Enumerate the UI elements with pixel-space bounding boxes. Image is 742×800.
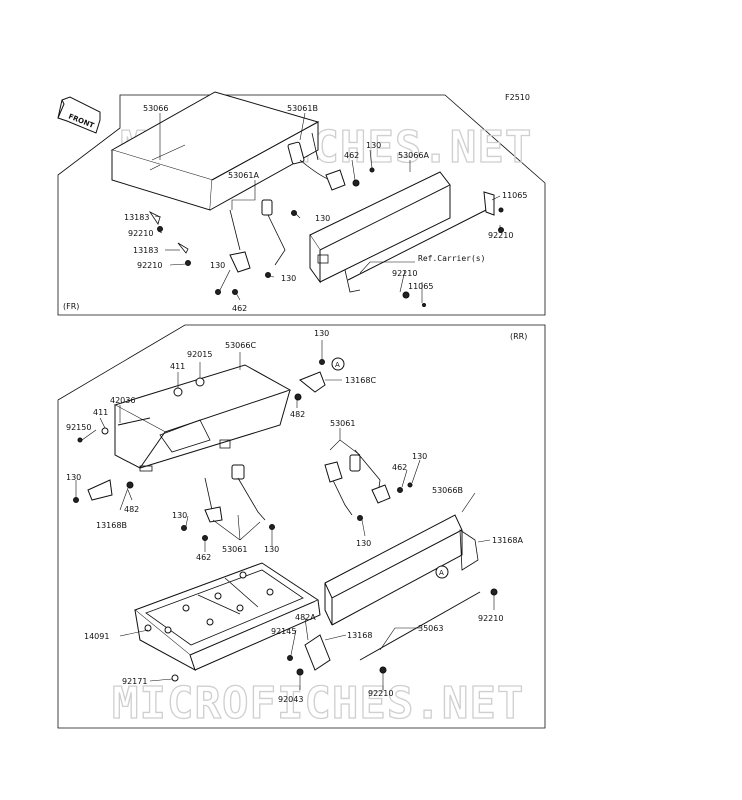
- callout-a-bottom: A: [435, 565, 449, 579]
- label-482-top: 482: [290, 410, 305, 419]
- label-462-top: 462: [344, 151, 359, 160]
- label-462-bot: 462: [232, 304, 247, 313]
- front-part-labels: 53066 53061B 462 130 53066A 11065 53061A…: [124, 104, 527, 313]
- front-seatbelt-b: [287, 132, 375, 191]
- label-53061-bot: 53061: [222, 545, 247, 554]
- callout-a-top: A: [331, 357, 345, 371]
- rear-bracket-c: [294, 359, 326, 401]
- label-130-right-rr: 130: [412, 452, 427, 461]
- label-53061-right: 53061: [330, 419, 355, 428]
- rear-leader-lines: [75, 340, 495, 690]
- label-rr-130-top: 130: [314, 329, 329, 338]
- ref-carrier-note: Ref.Carrier(s): [418, 254, 485, 263]
- rear-section-frame: [57, 324, 546, 729]
- rear-part-labels: 130 92015 53066C 13168C 411 482 42036 41…: [66, 329, 523, 704]
- label-92210-ref: 92210: [392, 269, 417, 278]
- label-53066: 53066: [143, 104, 168, 113]
- label-53066c: 53066C: [225, 341, 256, 350]
- label-462-right: 462: [392, 463, 407, 472]
- watermark-bottom: MICROFICHES.NET: [112, 678, 524, 729]
- label-482a: 482A: [295, 613, 316, 622]
- label-130-mid: 130: [315, 214, 330, 223]
- rear-seat-cushion: [113, 364, 292, 472]
- label-482-left: 482: [124, 505, 139, 514]
- label-130-lower: 130: [172, 511, 187, 520]
- rear-seatback-panel: [324, 514, 498, 661]
- label-92145: 92145: [271, 627, 296, 636]
- label-130-bot-right: 130: [356, 539, 371, 548]
- label-53061a: 53061A: [228, 171, 259, 180]
- rear-seatbelt-right: [324, 449, 413, 521]
- rear-section-label: (RR): [510, 332, 527, 341]
- rear-bracket-13168: [287, 634, 387, 676]
- rear-bracket-b: [73, 479, 134, 503]
- front-seatback-panel: [309, 171, 495, 293]
- front-seatbelt-a: [148, 199, 504, 307]
- front-leader-lines: [154, 112, 501, 303]
- label-92210-a: 92210: [128, 229, 153, 238]
- label-92210-b: 92210: [137, 261, 162, 270]
- label-11065-bot: 11065: [408, 282, 433, 291]
- label-11065-top: 11065: [502, 191, 527, 200]
- front-arrow-icon: FRONT: [57, 96, 101, 134]
- label-411-a: 411: [170, 362, 185, 371]
- label-92150: 92150: [66, 423, 91, 432]
- label-13183-b: 13183: [133, 246, 158, 255]
- front-section-frame: [57, 94, 546, 316]
- label-53061b: 53061B: [287, 104, 318, 113]
- label-13168a: 13168A: [492, 536, 523, 545]
- label-462-bot-rr: 462: [196, 553, 211, 562]
- label-92210-right: 92210: [488, 231, 513, 240]
- label-130-right: 130: [281, 274, 296, 283]
- figure-code: F2510: [505, 93, 530, 102]
- label-53066a: 53066A: [398, 151, 429, 160]
- rear-seatbelt-left: [181, 464, 275, 541]
- label-130-bot-rr: 130: [264, 545, 279, 554]
- label-92210-right-rr: 92210: [478, 614, 503, 623]
- label-92043: 92043: [278, 695, 303, 704]
- front-section-label: (FR): [63, 302, 79, 311]
- label-411-b: 411: [93, 408, 108, 417]
- label-130-top: 130: [366, 141, 381, 150]
- label-130-left: 130: [210, 261, 225, 270]
- label-14091: 14091: [84, 632, 109, 641]
- callout-a-top-label: A: [335, 361, 340, 369]
- label-42036: 42036: [110, 396, 135, 405]
- label-13183-a: 13183: [124, 213, 149, 222]
- label-13168: 13168: [347, 631, 372, 640]
- label-130-left-rr: 130: [66, 473, 81, 482]
- label-53066b: 53066B: [432, 486, 463, 495]
- callout-a-bottom-label: A: [439, 569, 444, 577]
- label-13168b: 13168B: [96, 521, 127, 530]
- label-92015: 92015: [187, 350, 212, 359]
- label-13168c: 13168C: [345, 376, 376, 385]
- label-92171: 92171: [122, 677, 147, 686]
- rear-floor-tray: [134, 562, 321, 682]
- label-35063: 35063: [418, 624, 443, 633]
- label-92210-bot: 92210: [368, 689, 393, 698]
